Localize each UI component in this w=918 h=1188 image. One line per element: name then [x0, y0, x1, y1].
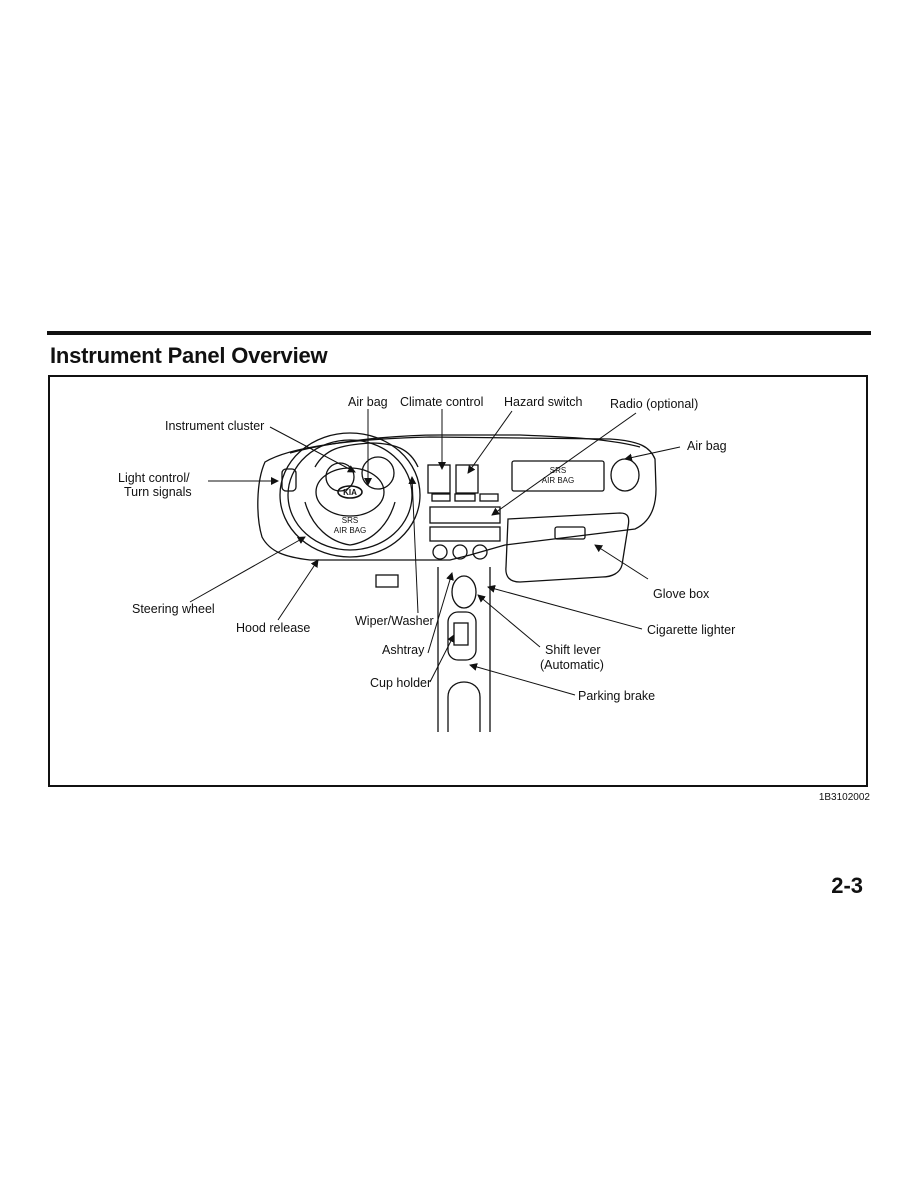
leader-shift-lever: [477, 594, 541, 648]
label-shift-lever-2: (Automatic): [540, 658, 604, 672]
label-cup-holder: Cup holder: [370, 676, 432, 690]
steering-wheel-shape: [279, 432, 421, 558]
leader-instrument-cluster: [269, 426, 356, 473]
leader-glove-box: [594, 544, 649, 580]
dashboard-illustration: KIA SRS AIR BAG SRS AIR BAG: [189, 409, 681, 732]
label-hood-release: Hood release: [236, 621, 311, 635]
page-title: Instrument Panel Overview: [50, 343, 328, 368]
label-parking-brake: Parking brake: [578, 689, 656, 703]
srs-wheel-text-2: AIR BAG: [334, 526, 366, 535]
label-light-control-2: Turn signals: [124, 485, 192, 499]
leader-radio: [491, 412, 637, 516]
label-light-control-1: Light control/: [118, 471, 190, 485]
label-steering-wheel: Steering wheel: [132, 602, 215, 616]
label-glove-box: Glove box: [653, 587, 710, 601]
page-number: 2-3: [831, 873, 863, 898]
srs-pass-text-2: AIR BAG: [542, 476, 574, 485]
leader-cup-holder: [429, 634, 455, 683]
label-air-bag-right: Air bag: [687, 439, 727, 453]
srs-pass-text-1: SRS: [550, 466, 566, 475]
leader-cigarette-lighter: [487, 584, 643, 630]
label-shift-lever-1: Shift lever: [545, 643, 601, 657]
leader-air-bag-right: [624, 446, 681, 462]
leader-steering-wheel: [189, 536, 306, 603]
label-radio: Radio (optional): [610, 397, 699, 411]
figure-id: 1B3102002: [818, 792, 870, 803]
label-air-bag-top: Air bag: [348, 395, 388, 409]
label-instrument-cluster: Instrument cluster: [165, 419, 265, 433]
label-hazard-switch: Hazard switch: [504, 395, 583, 409]
leader-hazard-switch: [467, 410, 513, 474]
srs-wheel-text-1: SRS: [342, 516, 358, 525]
label-cigarette-lighter: Cigarette lighter: [647, 623, 736, 637]
label-ashtray: Ashtray: [382, 643, 425, 657]
leader-hood-release: [277, 559, 319, 621]
instrument-panel-figure: KIA SRS AIR BAG SRS AIR BAG Air bag: [48, 375, 868, 787]
top-rule: [47, 331, 871, 335]
leader-ashtray: [427, 572, 454, 654]
leader-wiper-washer: [408, 476, 419, 614]
logo-text: KIA: [343, 488, 357, 497]
label-climate-control: Climate control: [400, 395, 484, 409]
leader-parking-brake: [469, 663, 576, 696]
label-wiper-washer: Wiper/Washer: [355, 614, 434, 628]
